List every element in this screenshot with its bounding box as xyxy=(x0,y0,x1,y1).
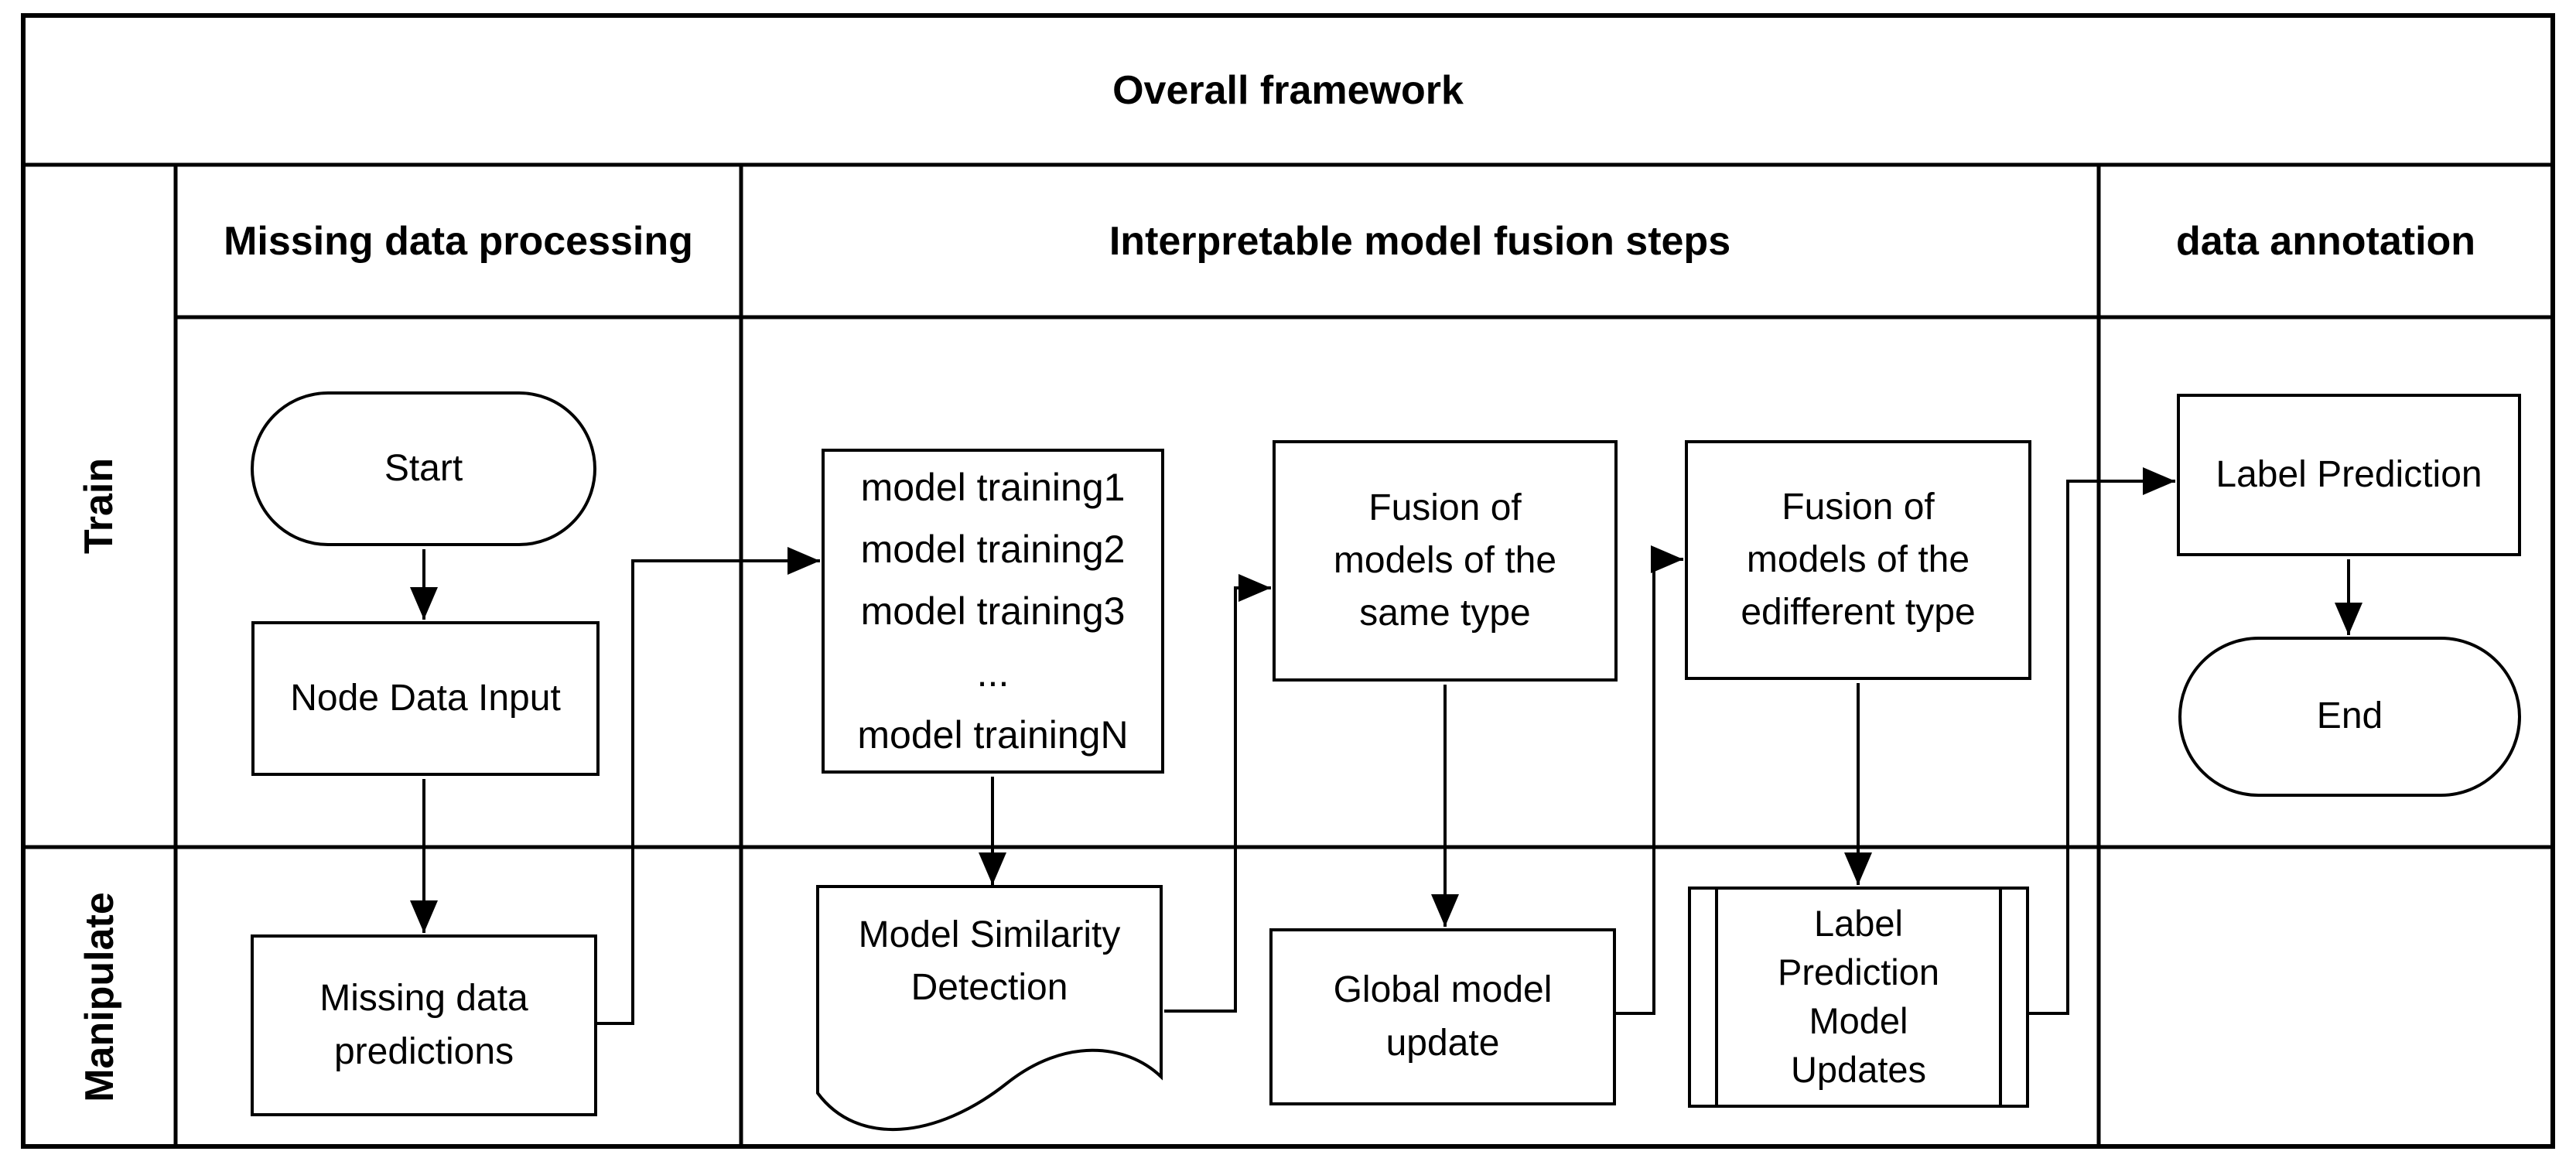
node-fusion-same-line2: models of the xyxy=(1333,539,1557,581)
node-label-prediction-label: Label Prediction xyxy=(2216,453,2482,495)
column-header-data-annotation: data annotation xyxy=(2175,218,2476,264)
node-fusion-same-line1: Fusion of xyxy=(1368,487,1522,528)
node-label-prediction: Label Prediction xyxy=(2177,394,2521,556)
diagram-title: Overall framework xyxy=(1112,67,1464,113)
connectors xyxy=(410,467,2362,1025)
node-fusion-same-type: Fusion of models of the same type xyxy=(1273,440,1618,682)
node-model-training-line2: model training2 xyxy=(860,528,1126,571)
node-fusion-different-line1: Fusion of xyxy=(1782,486,1935,528)
node-missing-data-predictions-line1: Missing data xyxy=(319,978,528,1020)
node-model-training-lineN: model trainingN xyxy=(857,713,1129,757)
node-global-model-update: Global model update xyxy=(1269,928,1616,1105)
node-model-similarity-line2: Detection xyxy=(910,967,1068,1009)
node-lpmu-line4: Updates xyxy=(1790,1048,1927,1090)
node-fusion-different-type: Fusion of models of the edifferent type xyxy=(1685,440,2031,680)
column-header-interpretable-model-fusion-steps: Interpretable model fusion steps xyxy=(1109,218,1731,264)
connector-missing-predictions-to-model-training xyxy=(597,547,820,1025)
lane-label-manipulate-text: Manipulate xyxy=(77,891,122,1102)
connector-global-update-to-fusion-different xyxy=(1616,545,1683,1015)
connector-similarity-to-fusion-same xyxy=(1164,574,1271,1013)
lane-label-train-text: Train xyxy=(77,457,122,555)
node-missing-data-predictions: Missing data predictions xyxy=(251,934,597,1116)
node-missing-data-predictions-line2: predictions xyxy=(333,1030,514,1072)
node-model-similarity-line1: Model Similarity xyxy=(858,914,1121,955)
node-model-similarity-detection: Model Similarity Detection xyxy=(818,909,1161,1040)
node-model-training-ellipsis: ... xyxy=(976,651,1010,695)
node-node-data-input: Node Data Input xyxy=(251,621,600,776)
lane-label-train: Train xyxy=(23,165,176,847)
node-start-label: Start xyxy=(384,447,463,489)
predefined-process-right-bar xyxy=(1999,890,2002,1105)
predefined-process-left-bar xyxy=(1715,890,1718,1105)
node-lpmu-line2: Prediction xyxy=(1778,951,1939,993)
document-shape xyxy=(816,885,1163,1132)
column-header-missing-data-processing: Missing data processing xyxy=(224,218,693,264)
node-start: Start xyxy=(251,391,596,546)
lane-label-manipulate: Manipulate xyxy=(23,847,176,1146)
swimlane-grid xyxy=(21,13,2555,1149)
node-end-label: End xyxy=(2316,695,2383,737)
node-global-update-line2: update xyxy=(1385,1022,1500,1064)
node-lpmu-line3: Model xyxy=(1809,1000,1908,1041)
node-lpmu-line1: Label xyxy=(1814,903,1903,945)
node-global-update-line1: Global model xyxy=(1333,969,1553,1011)
node-end: End xyxy=(2178,637,2521,797)
node-fusion-different-line2: models of the xyxy=(1746,538,1970,580)
connector-lpmu-to-label-prediction xyxy=(2029,467,2175,1015)
node-fusion-different-line3: edifferent type xyxy=(1741,592,1976,634)
node-model-training-line3: model training3 xyxy=(860,589,1126,633)
node-fusion-same-line3: same type xyxy=(1359,593,1531,634)
node-model-training: model training1 model training2 model tr… xyxy=(822,449,1164,774)
outer-border xyxy=(21,13,2555,1149)
node-node-data-input-label: Node Data Input xyxy=(290,677,561,719)
node-label-prediction-model-updates: Label Prediction Model Updates xyxy=(1688,887,2029,1108)
node-model-training-line1: model training1 xyxy=(860,466,1126,509)
